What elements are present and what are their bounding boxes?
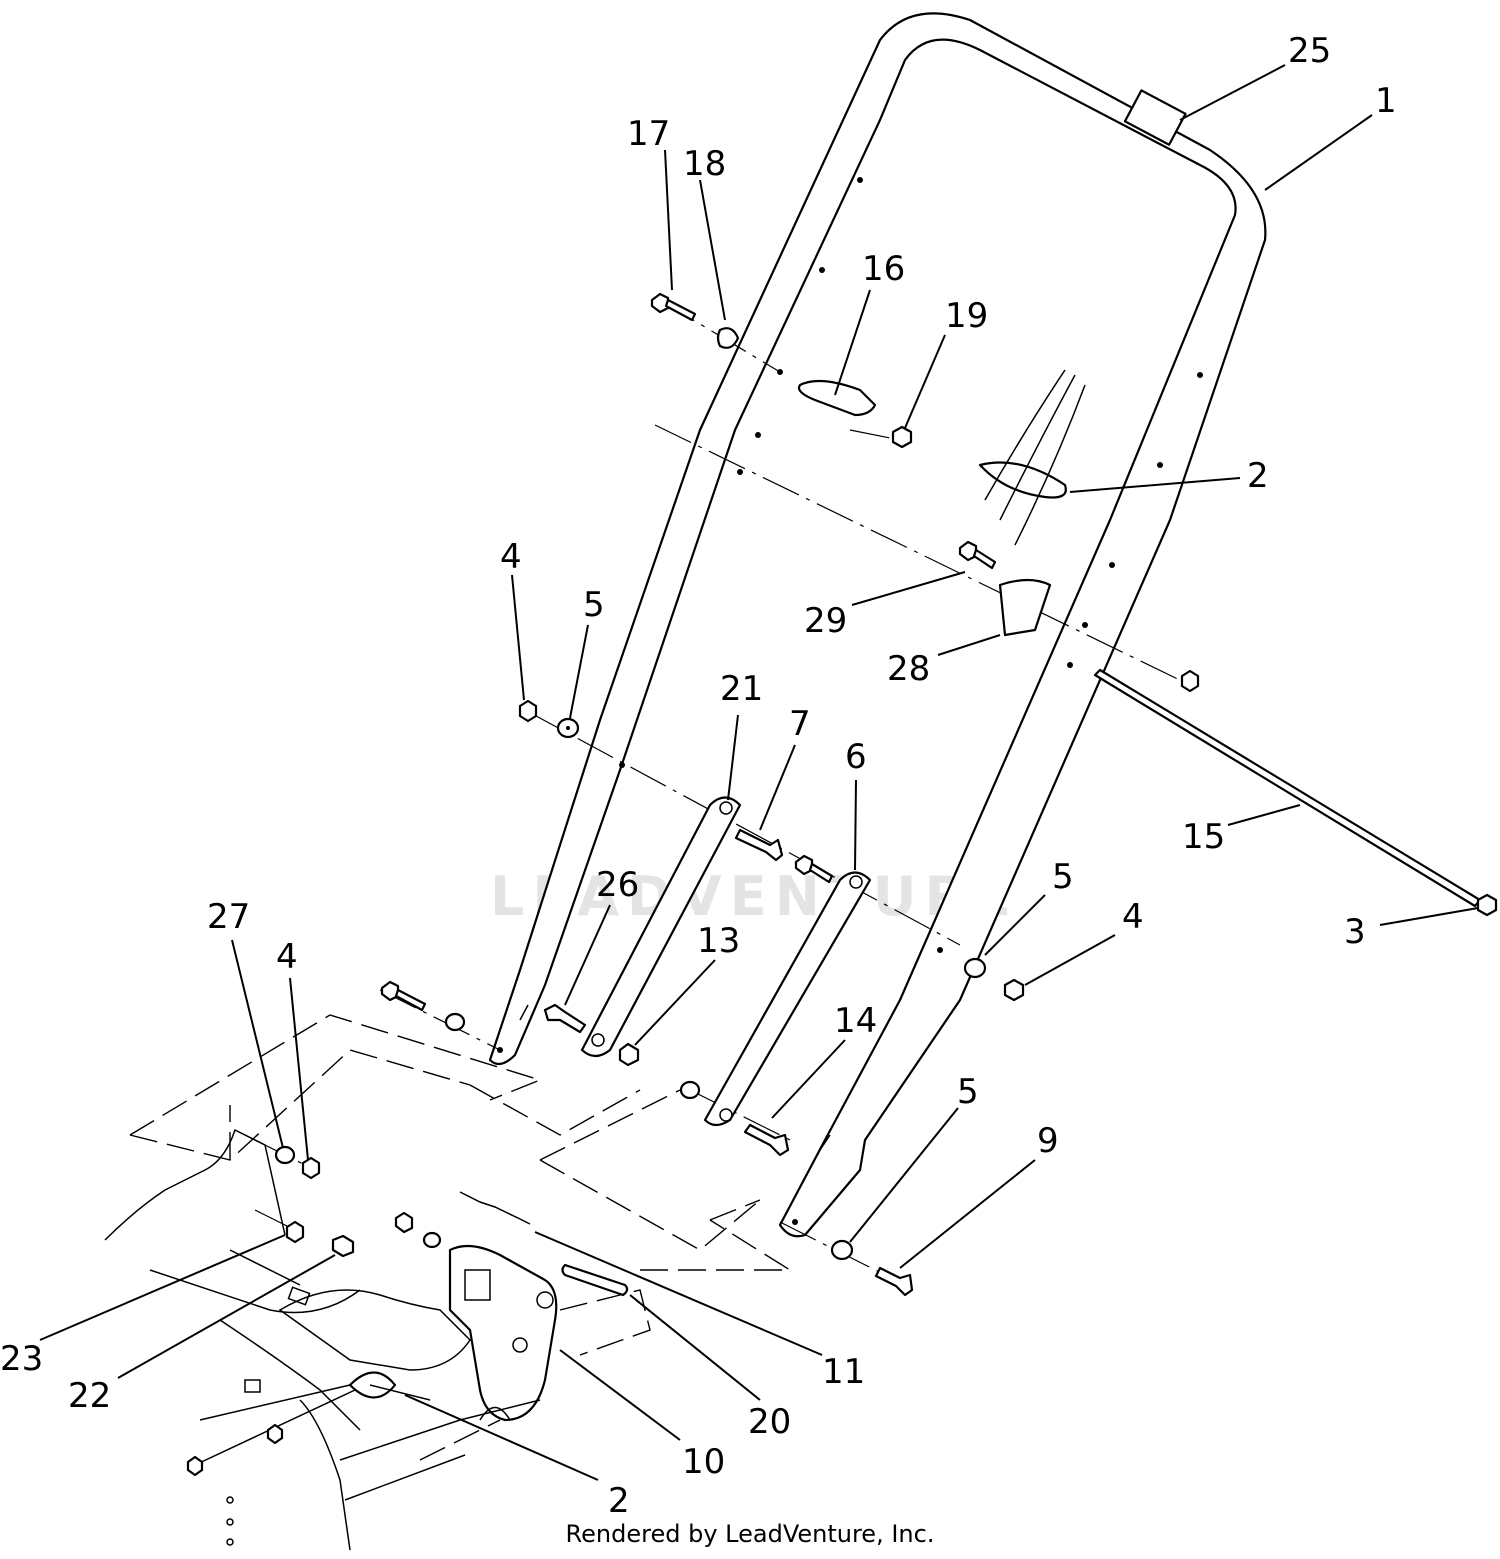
machine-body <box>104 1128 541 1551</box>
callout-4-left: 4 <box>276 937 298 977</box>
callout-25: 25 <box>1288 31 1331 71</box>
callout-2-top: 2 <box>1247 456 1269 496</box>
callout-18: 18 <box>683 144 726 184</box>
callout-21: 21 <box>720 669 763 709</box>
leader-lines <box>39 64 1479 1481</box>
callout-5-right: 5 <box>1052 857 1074 897</box>
callout-3: 3 <box>1344 912 1366 952</box>
callout-19: 19 <box>945 296 988 336</box>
callout-11: 11 <box>822 1352 865 1392</box>
callout-5-lower: 5 <box>957 1072 979 1112</box>
callout-13: 13 <box>697 921 740 961</box>
callout-15: 15 <box>1182 817 1225 857</box>
callout-14: 14 <box>834 1001 877 1041</box>
render-credit: Rendered by LeadVenture, Inc. <box>565 1520 935 1548</box>
callout-6: 6 <box>845 737 867 777</box>
callout-10: 10 <box>682 1442 725 1482</box>
deck-outline <box>129 1014 793 1461</box>
callout-26: 26 <box>596 865 639 905</box>
callout-7: 7 <box>789 704 811 744</box>
callout-4-right: 4 <box>1122 897 1144 937</box>
callout-17: 17 <box>627 114 670 154</box>
callout-5-upper: 5 <box>583 585 605 625</box>
callout-28: 28 <box>887 649 930 689</box>
hardware <box>186 292 1498 1477</box>
callout-9: 9 <box>1037 1121 1059 1161</box>
callout-4-upper: 4 <box>500 537 522 577</box>
callout-27: 27 <box>207 897 250 937</box>
callout-2-bottom: 2 <box>608 1481 630 1521</box>
callout-1: 1 <box>1375 81 1397 121</box>
callout-23: 23 <box>0 1339 43 1379</box>
callouts: 25 1 17 18 16 19 2 4 5 29 28 21 7 6 15 2… <box>0 31 1397 1521</box>
callout-16: 16 <box>862 249 905 289</box>
callout-20: 20 <box>748 1402 791 1442</box>
callout-22: 22 <box>68 1376 111 1416</box>
callout-29: 29 <box>804 601 847 641</box>
handle-frame <box>488 12 1267 1238</box>
